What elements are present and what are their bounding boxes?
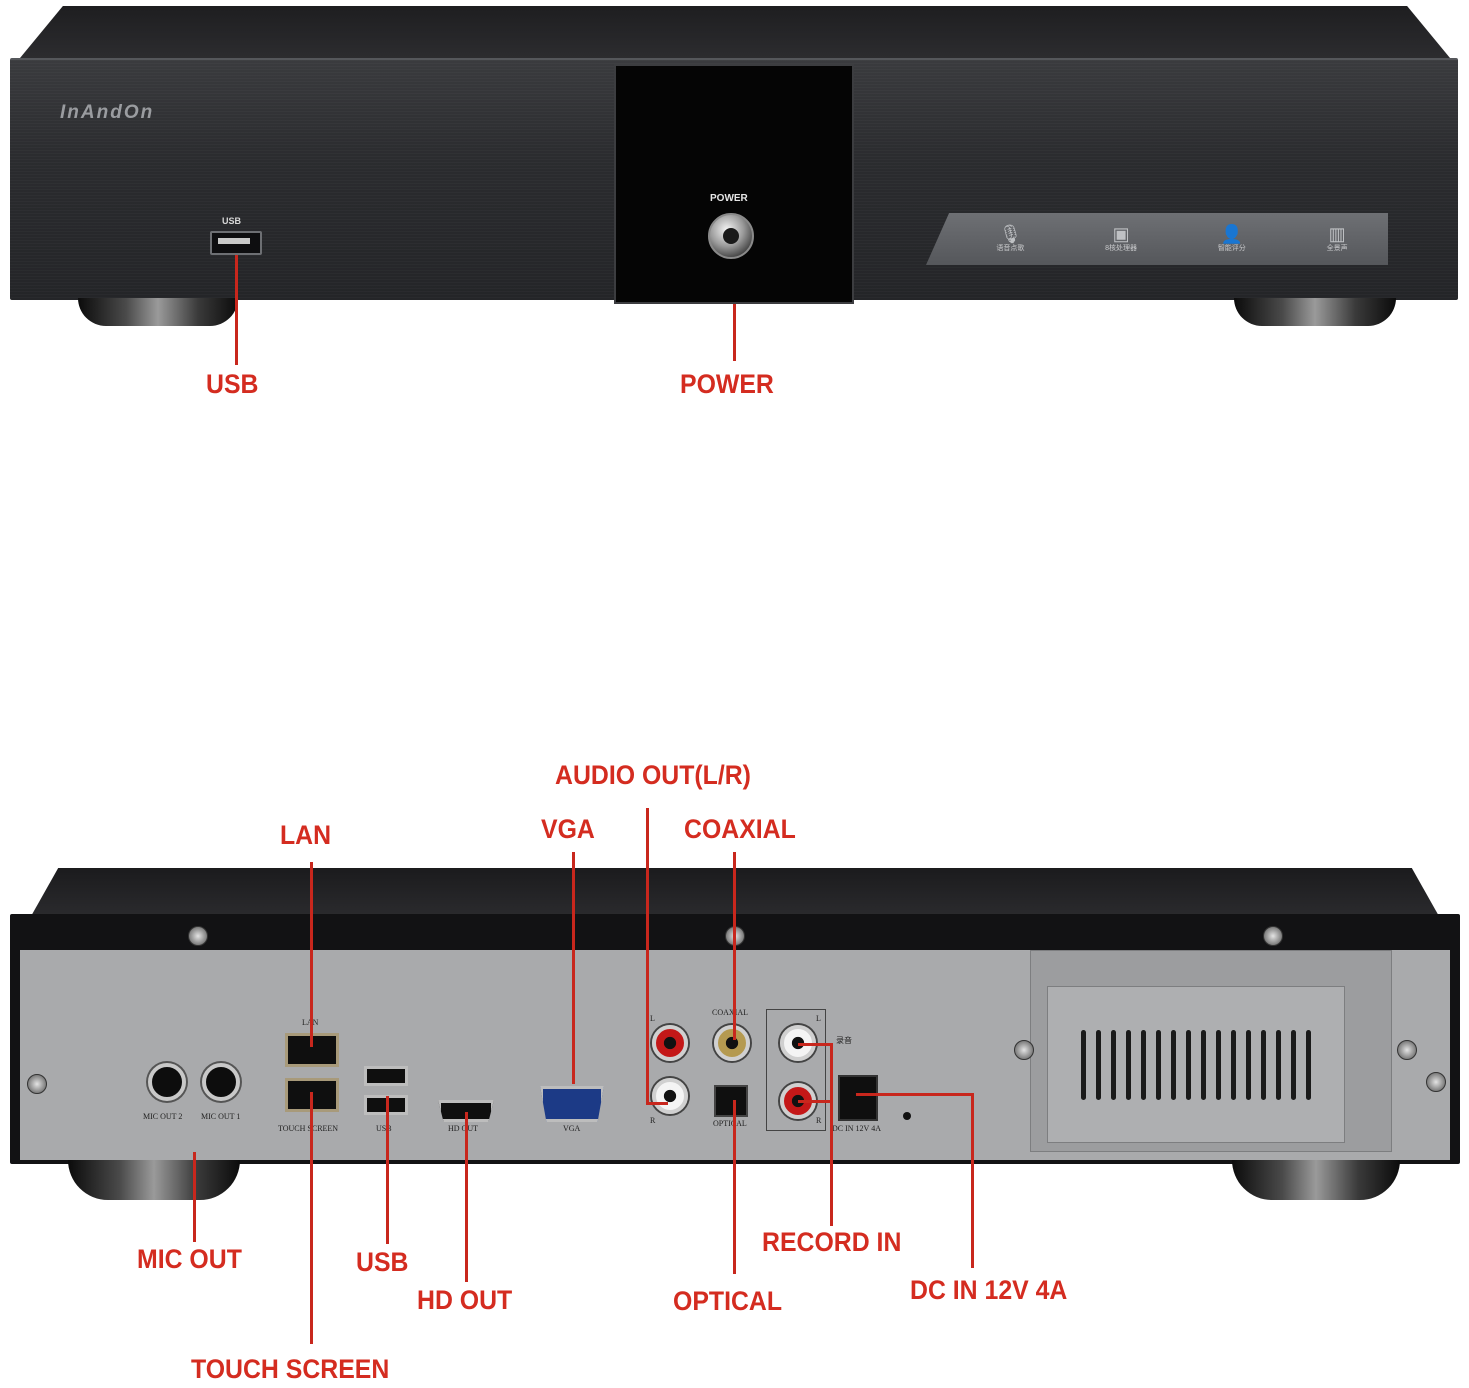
feature-surround: ▥ 全景声 (1327, 225, 1348, 253)
feature-label: 语音点歌 (996, 245, 1025, 252)
power-label: POWER (710, 193, 748, 204)
callout-lan: LAN (280, 820, 332, 850)
record-in-leader (830, 1043, 833, 1226)
front-panel: InAndOn USB POWER 🎙 语音点歌 ▣ 8核处理器 👤 智能评分 … (10, 58, 1458, 304)
callout-hd-out: HD OUT (417, 1285, 513, 1315)
dc-in-label: DC IN 12V 4A (832, 1124, 881, 1133)
audio-out-r-red-jack (652, 1025, 688, 1061)
mic-out-2-label: MIC OUT 2 (143, 1112, 183, 1121)
record-in-box (766, 1009, 826, 1131)
front-usb-label: USB (222, 216, 242, 226)
display-window (614, 64, 854, 304)
rear-usb-label: USB (376, 1124, 392, 1133)
score-icon: 👤 (1220, 224, 1244, 244)
audio-out-white-jack (652, 1078, 688, 1114)
microphone-icon: 🎙 (998, 224, 1022, 244)
equalizer-icon: ▥ (1328, 224, 1346, 244)
feature-label: 智能评分 (1217, 245, 1246, 252)
coaxial-label: COAXIAL (712, 1008, 748, 1017)
screw (27, 1074, 47, 1094)
vga-leader (572, 852, 575, 1084)
hd-out-label: HD OUT (448, 1124, 478, 1133)
feature-score: 👤 智能评分 (1218, 225, 1246, 253)
record-l-label: L (816, 1014, 821, 1023)
callout-audio-out: AUDIO OUT(L/R) (555, 760, 751, 790)
touch-screen-leader (310, 1092, 313, 1344)
dc-in-leader-h (856, 1093, 973, 1096)
coaxial-jack (714, 1025, 750, 1061)
record-in-leader-h2 (798, 1100, 832, 1103)
hd-out-leader (465, 1112, 468, 1282)
brand-logo: InAndOn (60, 102, 155, 123)
processor-icon: ▣ (1112, 224, 1130, 244)
front-device-top (20, 6, 1450, 58)
feature-voice: 🎙 语音点歌 (996, 225, 1024, 253)
screw (1426, 1072, 1446, 1092)
mic-out-1-label: MIC OUT 1 (201, 1112, 241, 1121)
record-label: 录音 (836, 1036, 852, 1045)
front-usb-port (210, 231, 262, 255)
callout-mic-out: MIC OUT (137, 1244, 242, 1274)
mic-out-2-jack (148, 1063, 186, 1101)
ground-terminal (903, 1112, 911, 1120)
callout-power: POWER (680, 369, 774, 399)
screw (1014, 1040, 1034, 1060)
coaxial-leader (733, 852, 736, 1040)
callout-record-in: RECORD IN (762, 1227, 902, 1257)
power-button (708, 213, 754, 259)
callout-optical: OPTICAL (673, 1286, 783, 1316)
mic-out-leader (193, 1152, 196, 1242)
callout-coaxial: COAXIAL (684, 814, 796, 844)
front-left-foot (78, 298, 238, 326)
optical-label: OPTICAL (713, 1119, 747, 1128)
optical-port (714, 1085, 748, 1117)
feature-label: 8核处理器 (1105, 245, 1138, 252)
record-r-label: R (816, 1116, 822, 1125)
lan-leader (310, 862, 313, 1047)
audio-out-r-label: R (650, 1116, 656, 1125)
callout-vga: VGA (541, 814, 595, 844)
record-in-leader-h1 (798, 1043, 832, 1046)
screw (188, 926, 208, 946)
optical-leader (733, 1100, 736, 1274)
screw (1397, 1040, 1417, 1060)
front-right-foot (1234, 298, 1396, 326)
rear-left-foot (68, 1160, 240, 1200)
feature-label: 全景声 (1326, 245, 1348, 252)
rear-usb-port-1 (364, 1066, 408, 1086)
usb-leader (386, 1096, 389, 1244)
audio-out-leader (646, 808, 649, 1104)
front-usb-leader (235, 240, 238, 365)
vga-port (540, 1086, 604, 1122)
callout-front-usb: USB (206, 369, 259, 399)
feature-bar: 🎙 语音点歌 ▣ 8核处理器 👤 智能评分 ▥ 全景声 (926, 213, 1388, 265)
callout-dc-in: DC IN 12V 4A (910, 1275, 1068, 1305)
audio-out-leader-h (646, 1102, 668, 1105)
dc-in-jack (838, 1075, 878, 1121)
rear-right-foot (1232, 1160, 1400, 1200)
audio-out-l-label: L (650, 1014, 655, 1023)
callout-touch-screen: TOUCH SCREEN (191, 1354, 390, 1384)
vga-label: VGA (563, 1124, 581, 1133)
mic-out-1-jack (202, 1063, 240, 1101)
screw (1263, 926, 1283, 946)
vent-grille (1047, 986, 1345, 1143)
touch-screen-label: TOUCH SCREEN (278, 1124, 339, 1133)
feature-processor: ▣ 8核处理器 (1105, 225, 1137, 253)
callout-usb: USB (356, 1247, 409, 1277)
dc-in-leader (971, 1093, 974, 1268)
